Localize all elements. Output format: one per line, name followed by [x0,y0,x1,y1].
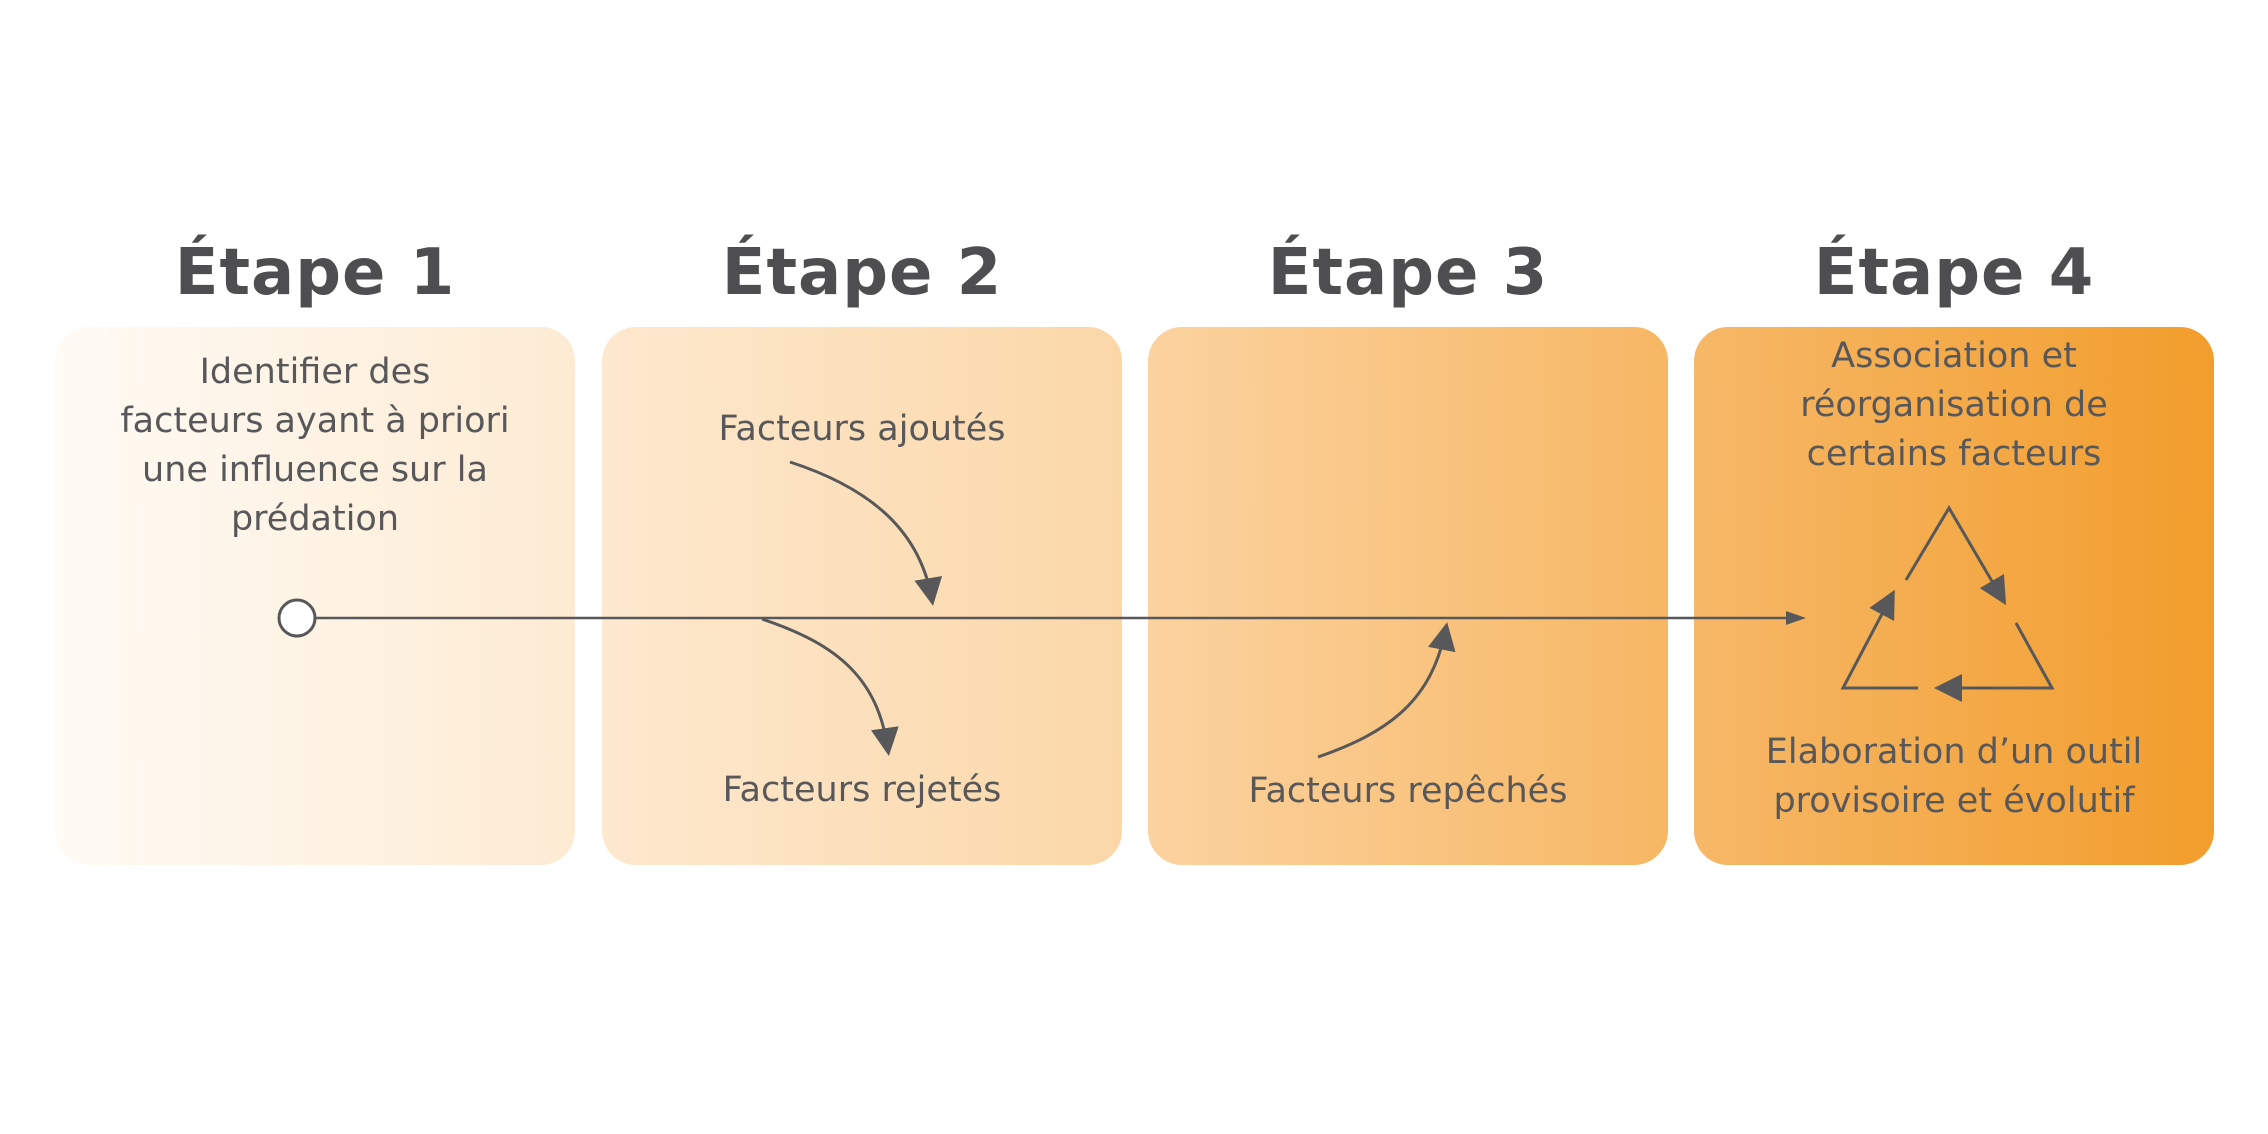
step-4-bottom-line: Elaboration d’un outil [1765,732,2143,772]
step-1-panel [55,327,575,865]
step-4-title: Étape 4 [1813,236,2095,310]
rejected-factors-label: Facteurs rejetés [722,770,1002,810]
step-2-panel [602,327,1122,865]
step-4-bottom-text: Elaboration d’un outil provisoire et évo… [1694,728,2214,826]
step-4-top-line: réorganisation de [1800,385,2108,425]
added-factors-label: Facteurs ajoutés [718,409,1006,449]
step-4-bottom-line: provisoire et évolutif [1773,781,2135,821]
step-1-description: Identifier des facteurs ayant à priori u… [55,348,575,544]
timeline-arrow-icon [316,611,1806,625]
step-4-panel [1694,327,2214,865]
rejected-factors-arrow [761,617,899,756]
recovered-factors-arrow [1317,622,1456,759]
step-1-line: facteurs ayant à priori [120,401,510,441]
step-4-top-text: Association et réorganisation de certain… [1694,332,2214,479]
step-4-top-line: Association et [1831,336,2077,376]
cycle-triangle-icon [1840,505,2055,702]
step-1-line: une influence sur la [142,450,488,490]
step-1-line: prédation [230,499,400,539]
recovered-factors-label: Facteurs repêchés [1248,771,1568,811]
step-1-line: Identifier des [199,352,431,392]
start-circle-icon [277,598,317,638]
added-factors-arrow [789,460,943,606]
step-2-title: Étape 2 [721,236,1003,310]
step-4-top-line: certains facteurs [1806,434,2102,474]
step-3-title: Étape 3 [1267,236,1549,310]
step-3-panel [1148,327,1668,865]
step-1-title: Étape 1 [174,236,456,310]
